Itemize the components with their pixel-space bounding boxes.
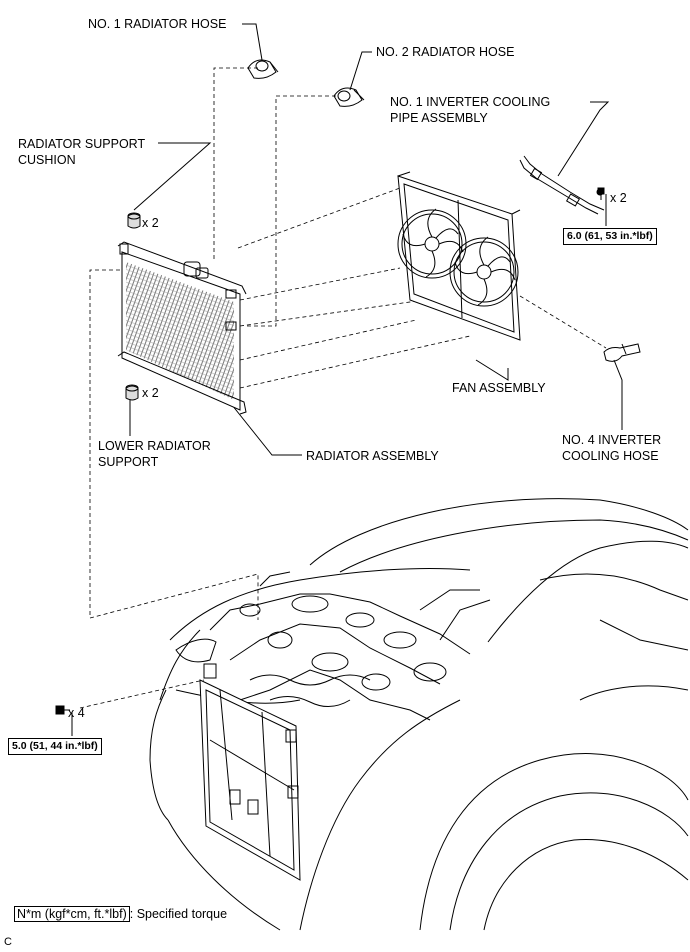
inverter-cooling-pipe-part (519, 155, 605, 215)
torque-legend-unit: N*m (kgf*cm, ft.*lbf) (14, 906, 130, 922)
radiator-assembly-part (117, 241, 247, 415)
lower-support-part (125, 384, 139, 401)
no4-inverter-hose-part (603, 343, 641, 362)
fan-assembly-part (397, 171, 521, 341)
front-bolt-torque: 5.0 (51, 44 in.*lbf) (8, 738, 102, 755)
pipe-bolt-part (597, 187, 605, 200)
radiator-assembly-label: RADIATOR ASSEMBLY (306, 449, 439, 463)
no1-radiator-hose-part (247, 59, 279, 79)
leader-lines (71, 23, 623, 736)
lower-support-count: x 2 (142, 386, 159, 400)
torque-legend: N*m (kgf*cm, ft.*lbf): Specified torque (14, 906, 228, 922)
no2-radiator-hose-label: NO. 2 RADIATOR HOSE (376, 45, 515, 59)
fan-assembly-label: FAN ASSEMBLY (452, 381, 546, 395)
pipe-bolt-torque: 6.0 (61, 53 in.*lbf) (563, 228, 657, 245)
front-bolt-part (55, 705, 70, 715)
pipe-bolt-count: x 2 (610, 191, 627, 205)
torque-legend-text: : Specified torque (129, 907, 228, 921)
no1-radiator-hose-label: NO. 1 RADIATOR HOSE (88, 17, 227, 31)
front-bolt-count: x 4 (68, 706, 85, 720)
figure-code: C (4, 936, 12, 948)
cushion-count: x 2 (142, 216, 159, 230)
no1-inverter-cooling-pipe-label: NO. 1 INVERTER COOLING PIPE ASSEMBLY (390, 95, 551, 125)
alignment-lines (79, 67, 607, 709)
radiator-support-cushion-label: RADIATOR SUPPORT CUSHION (18, 137, 146, 167)
support-cushion-part (127, 212, 141, 229)
no2-radiator-hose-part (333, 87, 365, 107)
no4-inverter-cooling-hose-label: NO. 4 INVERTER COOLING HOSE (562, 433, 662, 463)
vehicle-front-drawing (149, 498, 689, 931)
lower-radiator-support-label: LOWER RADIATOR SUPPORT (98, 439, 211, 469)
